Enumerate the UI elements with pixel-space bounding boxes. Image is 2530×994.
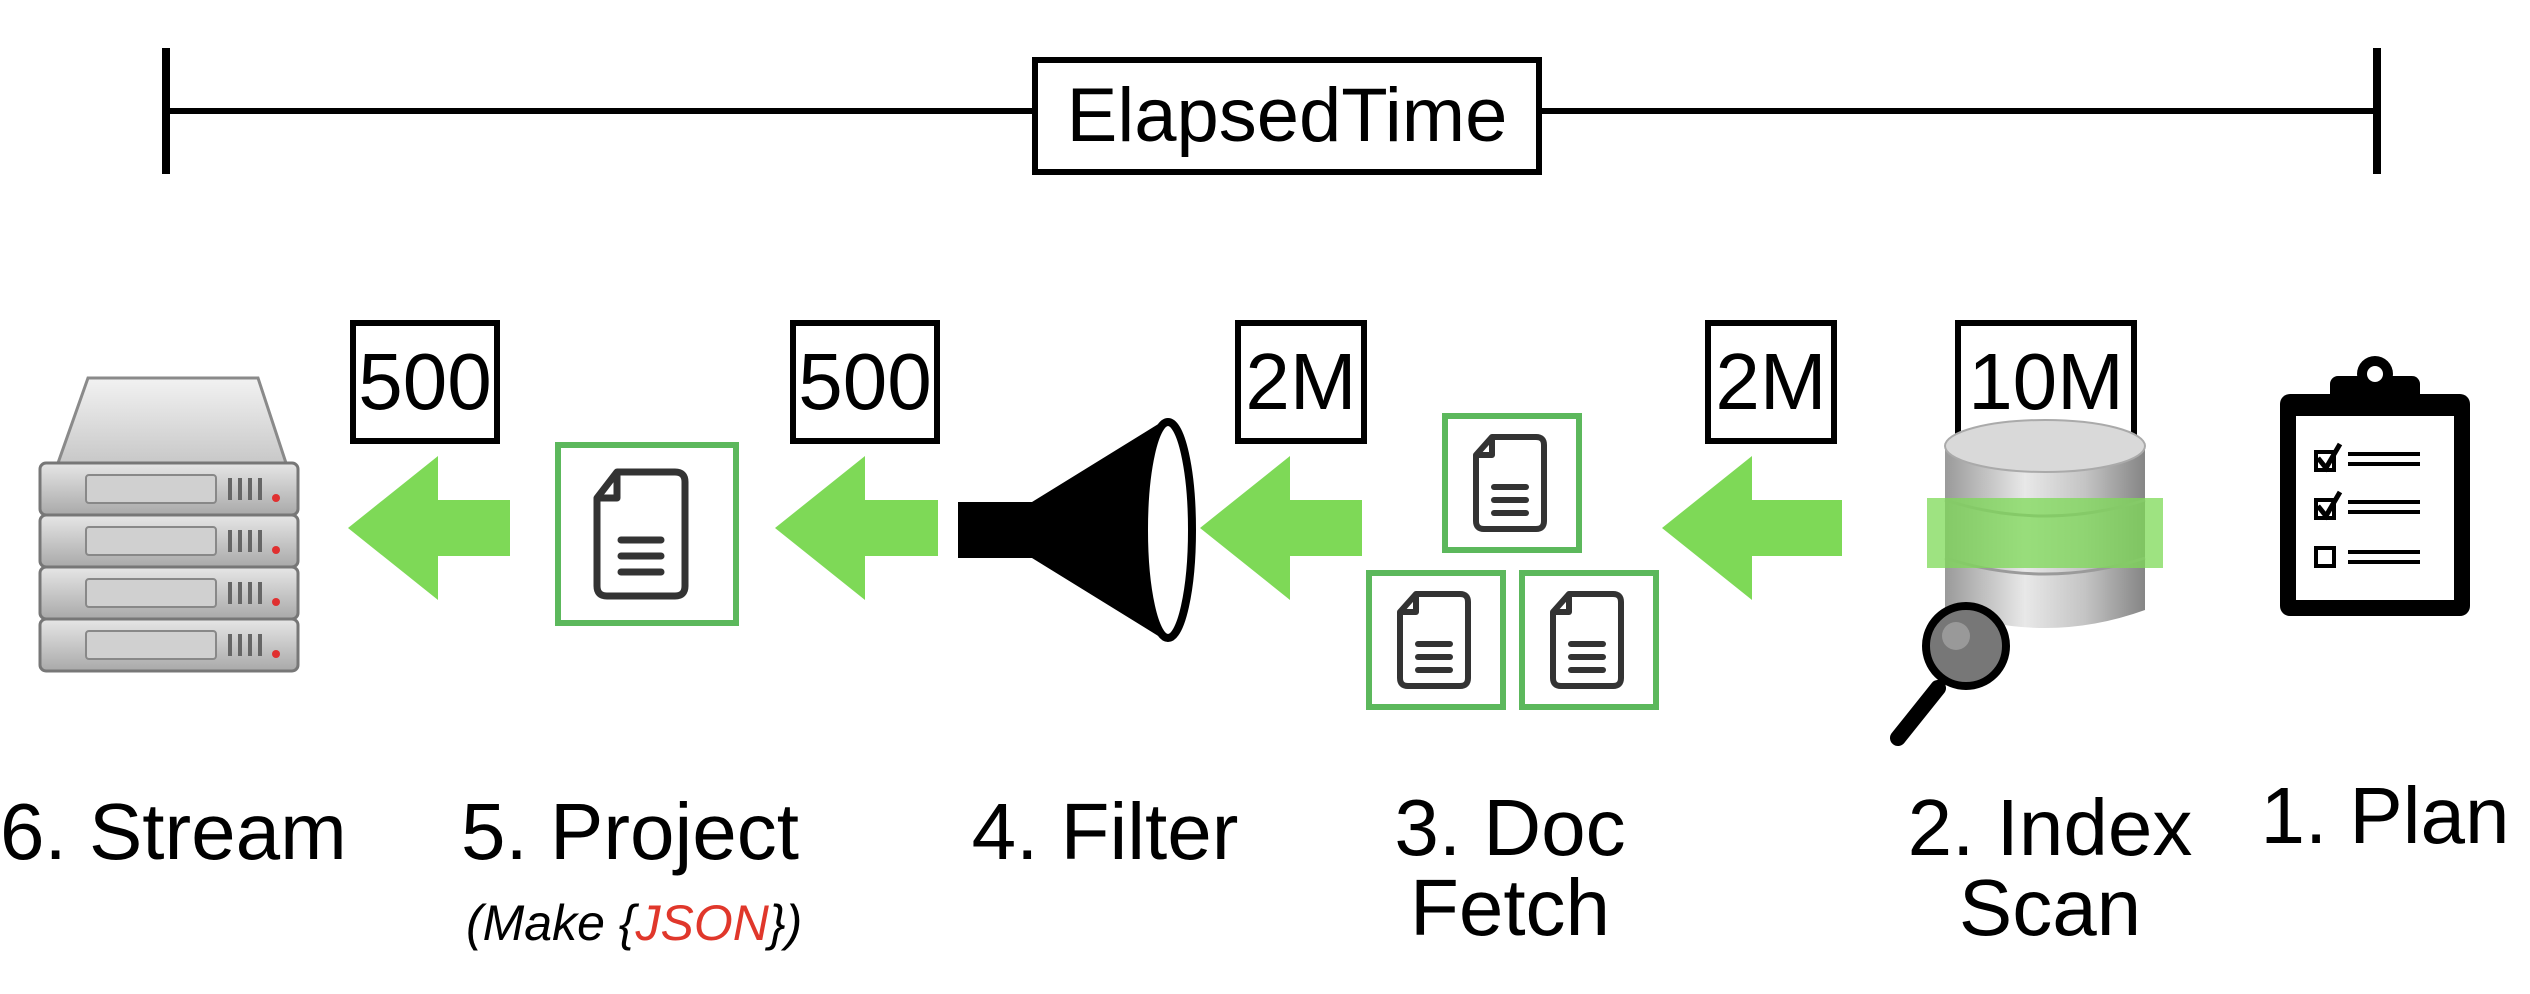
document-icon	[1442, 413, 1582, 553]
docfetch-line2: Fetch	[1409, 863, 1611, 952]
count-box-docfetch: 2M	[1705, 320, 1837, 444]
clipboard-icon	[2280, 356, 2470, 616]
count-box-filter: 2M	[1235, 320, 1367, 444]
arrow-stream	[348, 456, 510, 600]
document-icon	[1366, 570, 1506, 710]
count-box-project: 500	[790, 320, 940, 444]
stage-label-filter: 4. Filter	[971, 787, 1239, 876]
elapsed-time-label: ElapsedTime	[1032, 57, 1542, 175]
funnel-icon	[958, 418, 1196, 642]
count-box-stream: 500	[350, 320, 500, 444]
docfetch-line1: 3. Doc	[1394, 783, 1626, 872]
indexscan-line1: 2. Index	[1907, 783, 2193, 872]
stage-label-indexscan: 2. Index Scan	[1890, 788, 2210, 948]
stage-label-project: 5. Project	[461, 787, 799, 876]
document-icon	[1519, 570, 1659, 710]
arrow-project	[775, 456, 938, 600]
stage-label-stream: 6. Stream	[0, 787, 347, 876]
json-accent: JSON	[635, 895, 769, 951]
index-highlight	[1927, 498, 2163, 568]
arrow-filter	[1200, 456, 1362, 600]
database-icon	[1927, 419, 2163, 628]
indexscan-line2: Scan	[1958, 863, 2142, 952]
stage-label-docfetch: 3. Doc Fetch	[1360, 788, 1660, 948]
count-box-indexscan: 10M	[1955, 320, 2137, 444]
stage-label-plan: 1. Plan	[2260, 771, 2510, 860]
document-icon	[555, 442, 739, 626]
elapsed-time-bracket	[162, 48, 2381, 174]
stage-sublabel-project: (Make {JSON})	[466, 895, 803, 951]
server-icon	[38, 376, 300, 673]
magnifier-icon	[1890, 602, 2010, 746]
arrow-docfetch	[1662, 456, 1842, 600]
